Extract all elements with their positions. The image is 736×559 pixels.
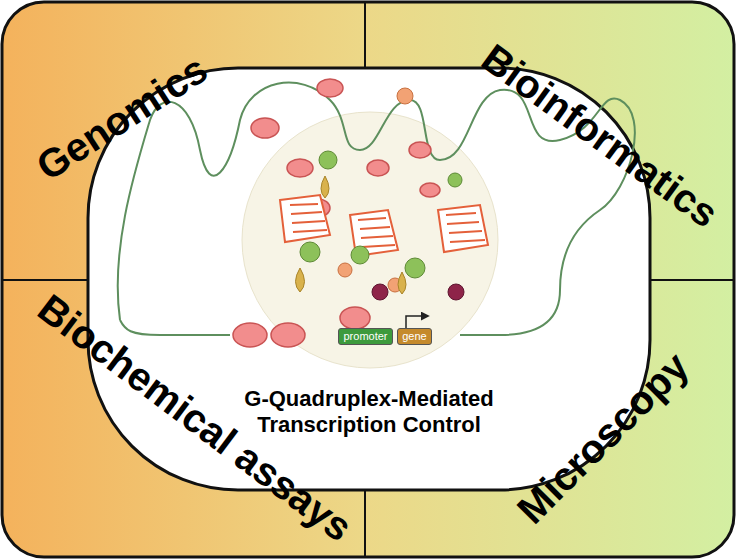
gene-box: gene (397, 328, 432, 345)
title-text: G-Quadruplex-Mediated Transcription Cont… (209, 386, 529, 439)
section-label: Bioinformatics (473, 35, 726, 236)
promoter-box: promoter (338, 328, 393, 345)
tss-arrow (406, 316, 428, 328)
section-label: Microscopy (508, 343, 697, 532)
nucleosomes (233, 79, 440, 347)
proteins (296, 88, 465, 300)
section-label: Genomics (29, 46, 216, 189)
box-label: promoter (343, 331, 387, 342)
box-label: gene (402, 331, 426, 342)
nucleus (242, 112, 498, 368)
